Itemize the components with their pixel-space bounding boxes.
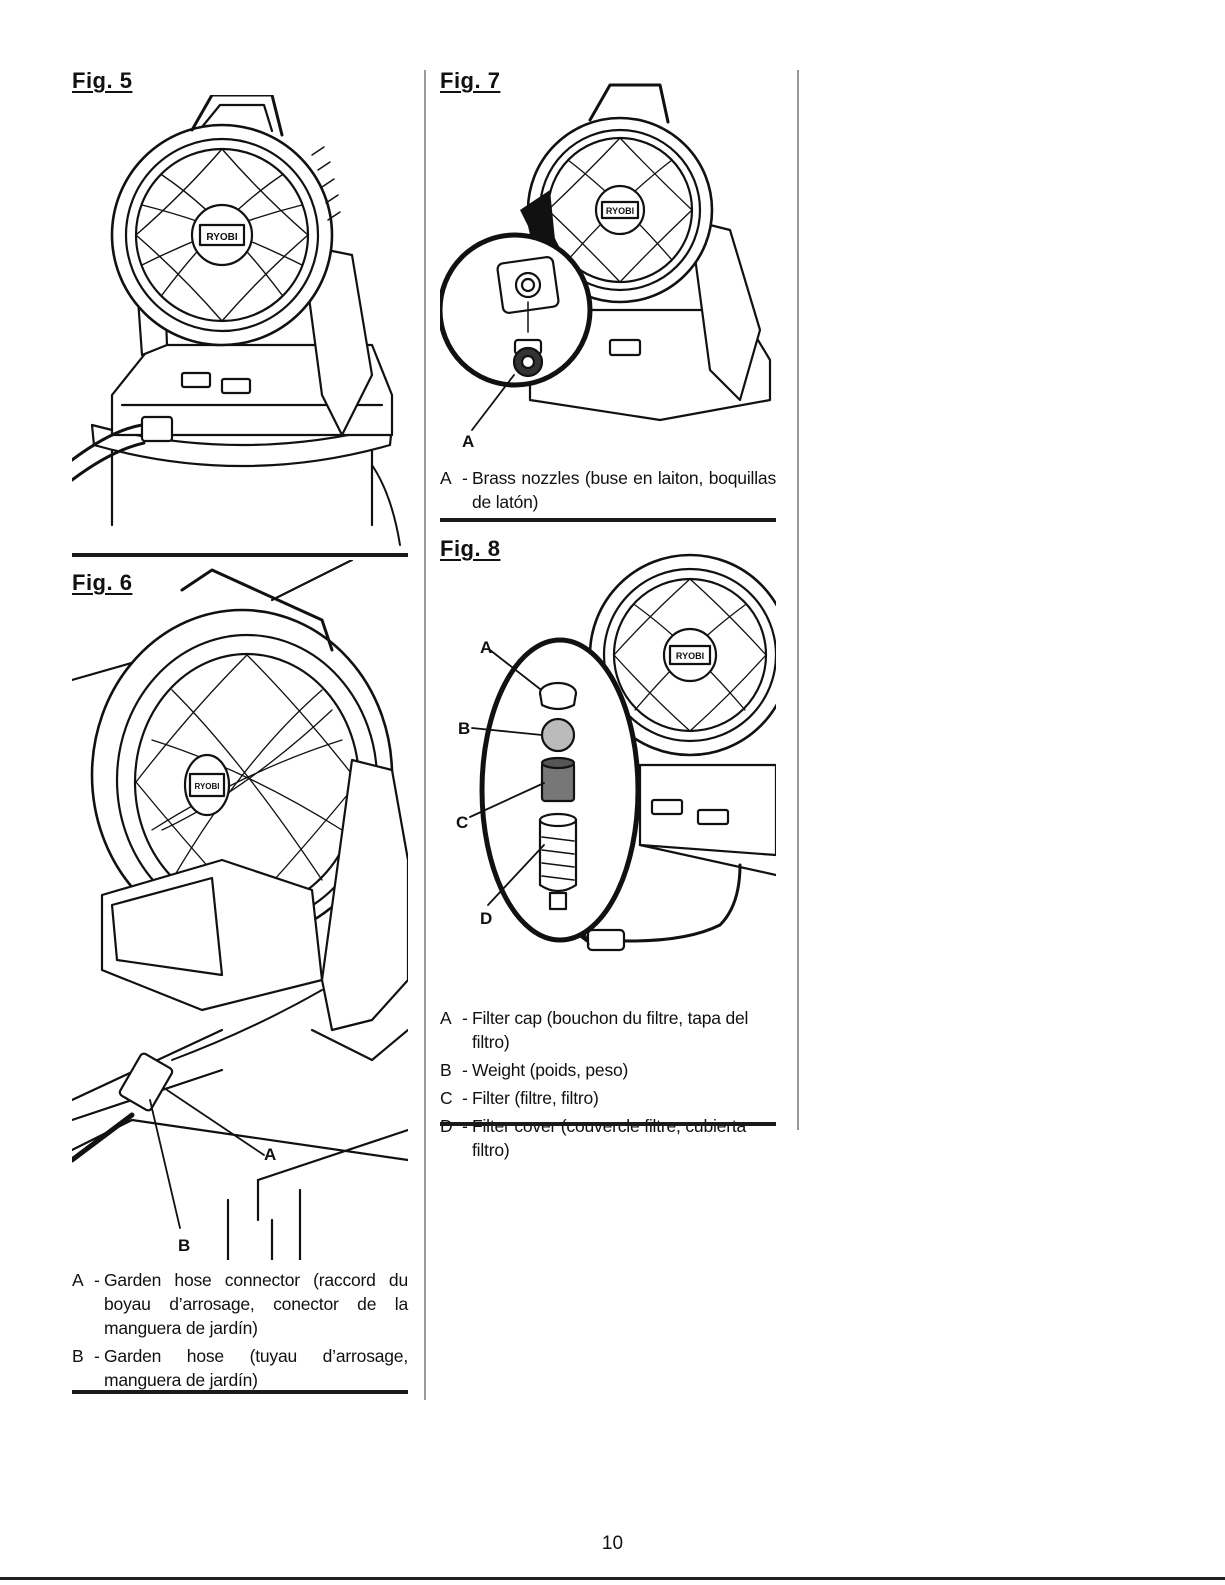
- page-number: 10: [601, 1533, 624, 1554]
- page-bottom-rule: [0, 1577, 1225, 1580]
- fig7-brand-badge: RYOBI: [606, 206, 634, 216]
- fig8-callout-b: B: [458, 719, 471, 738]
- fig8-callout-d: D: [480, 909, 493, 928]
- fig8-legend-item: D-Filter cover (couvercle filtre, cubier…: [440, 1116, 747, 1160]
- fig7-legend-item: A-Brass nozzles (buse en laiton, boquill…: [440, 468, 776, 512]
- column-divider-right: [797, 70, 799, 1130]
- fig5-brand-badge: RYOBI: [206, 232, 238, 243]
- fig8-illustration: RYOBI A B C D: [440, 545, 792, 990]
- fig6-legend-item: B-Garden hose (tuyau d’arrosage, manguer…: [72, 1346, 408, 1390]
- fig7-rule: [440, 518, 776, 522]
- fig6-illustration: RYOBI A B: [69, 558, 410, 1262]
- fig7-callout-a: A: [462, 432, 475, 451]
- fig8-rule: [440, 1122, 776, 1126]
- fig6-callout-b: B: [178, 1236, 191, 1255]
- column-divider-left: [424, 70, 426, 1400]
- fig6-rule: [72, 1390, 408, 1394]
- fig6-title: Fig. 6: [72, 570, 133, 595]
- fig7-title: Fig. 7: [440, 68, 501, 93]
- fig8-callout-a: A: [480, 638, 493, 657]
- fig5-title: Fig. 5: [72, 68, 133, 93]
- fig6-legend: A-Garden hose connector (raccord du boya…: [72, 1268, 408, 1396]
- fig7-illustration: RYOBI A: [437, 70, 776, 460]
- fig5-illustration: RYOBI: [70, 93, 408, 553]
- fig8-brand-badge: RYOBI: [676, 651, 704, 661]
- fig6-callout-a: A: [264, 1145, 277, 1164]
- fig6-brand-badge: RYOBI: [194, 782, 219, 791]
- fig8-callout-c: C: [456, 813, 469, 832]
- fig8-title: Fig. 8: [440, 536, 501, 561]
- fig8-legend-item: C-Filter (filtre, filtro): [440, 1088, 599, 1108]
- fig8-legend-item: B-Weight (poids, peso): [440, 1060, 629, 1080]
- fig8-legend: A-Filter cap (bouchon du filtre, tapa de…: [440, 1006, 780, 1166]
- fig8-legend-item: A-Filter cap (bouchon du filtre, tapa de…: [440, 1008, 749, 1052]
- fig5-rule: [72, 553, 408, 557]
- fig6-legend-item: A-Garden hose connector (raccord du boya…: [72, 1270, 408, 1338]
- fig7-legend: A-Brass nozzles (buse en laiton, boquill…: [440, 466, 776, 518]
